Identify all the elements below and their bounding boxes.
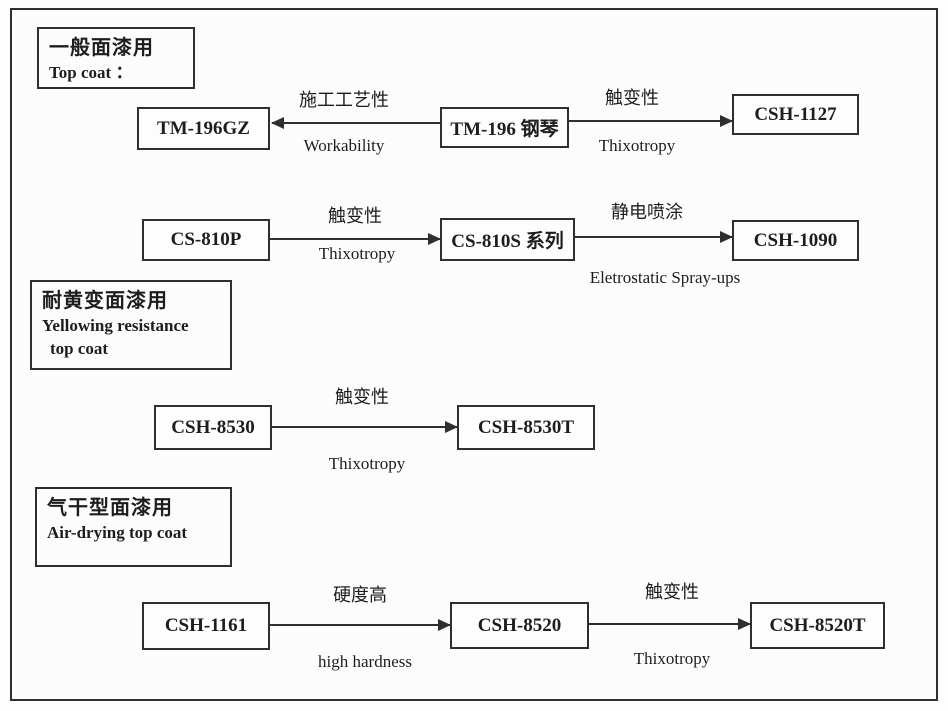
edge-label-thixotropy3-zh: 触变性 (335, 387, 389, 407)
arrowhead-right-icon (720, 115, 733, 127)
section-airdrying-zh: 气干型面漆用 (47, 497, 173, 519)
edge-label-thixotropy1-zh: 触变性 (605, 88, 659, 108)
edge-label-hardness-en: high hardness (318, 652, 412, 671)
edge-label-thixotropy2-zh: 触变性 (328, 206, 382, 226)
arrowhead-right-icon (720, 231, 733, 243)
node-cs810s: CS-810S 系列 (440, 218, 575, 261)
node-csh1127: CSH-1127 (732, 94, 859, 135)
arrow-tm196-to-tm196gz (271, 117, 440, 129)
arrowhead-right-icon (428, 233, 441, 245)
arrowhead-right-icon (438, 619, 451, 631)
arrow-cs810p-to-cs810s (270, 233, 441, 245)
arrow-csh1161-to-csh8520 (270, 619, 451, 631)
node-csh8530t: CSH-8530T (457, 405, 595, 450)
arrow-csh8520-to-csh8520t (589, 618, 751, 630)
arrowhead-right-icon (738, 618, 751, 630)
section-yellowing-en2: top coat (50, 339, 109, 358)
arrow-tm196-to-csh1127 (569, 115, 733, 127)
section-yellowing-zh: 耐黄变面漆用 (42, 290, 168, 312)
section-general-top-coat: 一般面漆用 Top coat ： (37, 27, 195, 89)
edge-label-workability-zh: 施工工艺性 (299, 90, 389, 110)
arrow-cs810s-to-csh1090 (575, 231, 733, 243)
edge-label-electrostatic-en: Eletrostatic Spray-ups (589, 268, 741, 287)
node-csh1161: CSH-1161 (142, 602, 270, 650)
edge-label-workability-en: Workability (303, 136, 385, 155)
node-tm196: TM-196 钢琴 (440, 107, 569, 148)
edge-label-thixotropy4-en: Thixotropy (633, 649, 711, 668)
section-general-zh: 一般面漆用 (49, 37, 154, 59)
arrowhead-left-icon (271, 117, 284, 129)
node-csh8530: CSH-8530 (154, 405, 272, 450)
node-csh1090: CSH-1090 (732, 220, 859, 261)
arrowhead-right-icon (445, 421, 458, 433)
section-air-drying: 气干型面漆用 Air-drying top coat (35, 487, 232, 567)
edge-label-thixotropy4-zh: 触变性 (645, 582, 699, 602)
edge-label-electrostatic-zh: 静电喷涂 (611, 202, 683, 222)
arrow-csh8530-to-csh8530t (272, 421, 458, 433)
node-tm196gz: TM-196GZ (137, 107, 270, 150)
node-cs810p: CS-810P (142, 219, 270, 261)
diagram-border: 一般面漆用 Top coat ： 耐黄变面漆用 Yellowing resist… (10, 8, 938, 701)
section-yellowing-en1: Yellowing resistance (42, 316, 189, 335)
edge-label-thixotropy3-en: Thixotropy (328, 454, 406, 473)
section-airdrying-en: Air-drying top coat (47, 523, 188, 542)
node-csh8520t: CSH-8520T (750, 602, 885, 649)
section-yellowing-resistance: 耐黄变面漆用 Yellowing resistance top coat (30, 280, 232, 370)
edge-label-hardness-zh: 硬度高 (333, 585, 387, 605)
section-general-en: Top coat ： (49, 63, 133, 82)
node-csh8520: CSH-8520 (450, 602, 589, 649)
edge-label-thixotropy2-en: Thixotropy (318, 244, 396, 263)
edge-label-thixotropy1-en: Thixotropy (598, 136, 676, 155)
